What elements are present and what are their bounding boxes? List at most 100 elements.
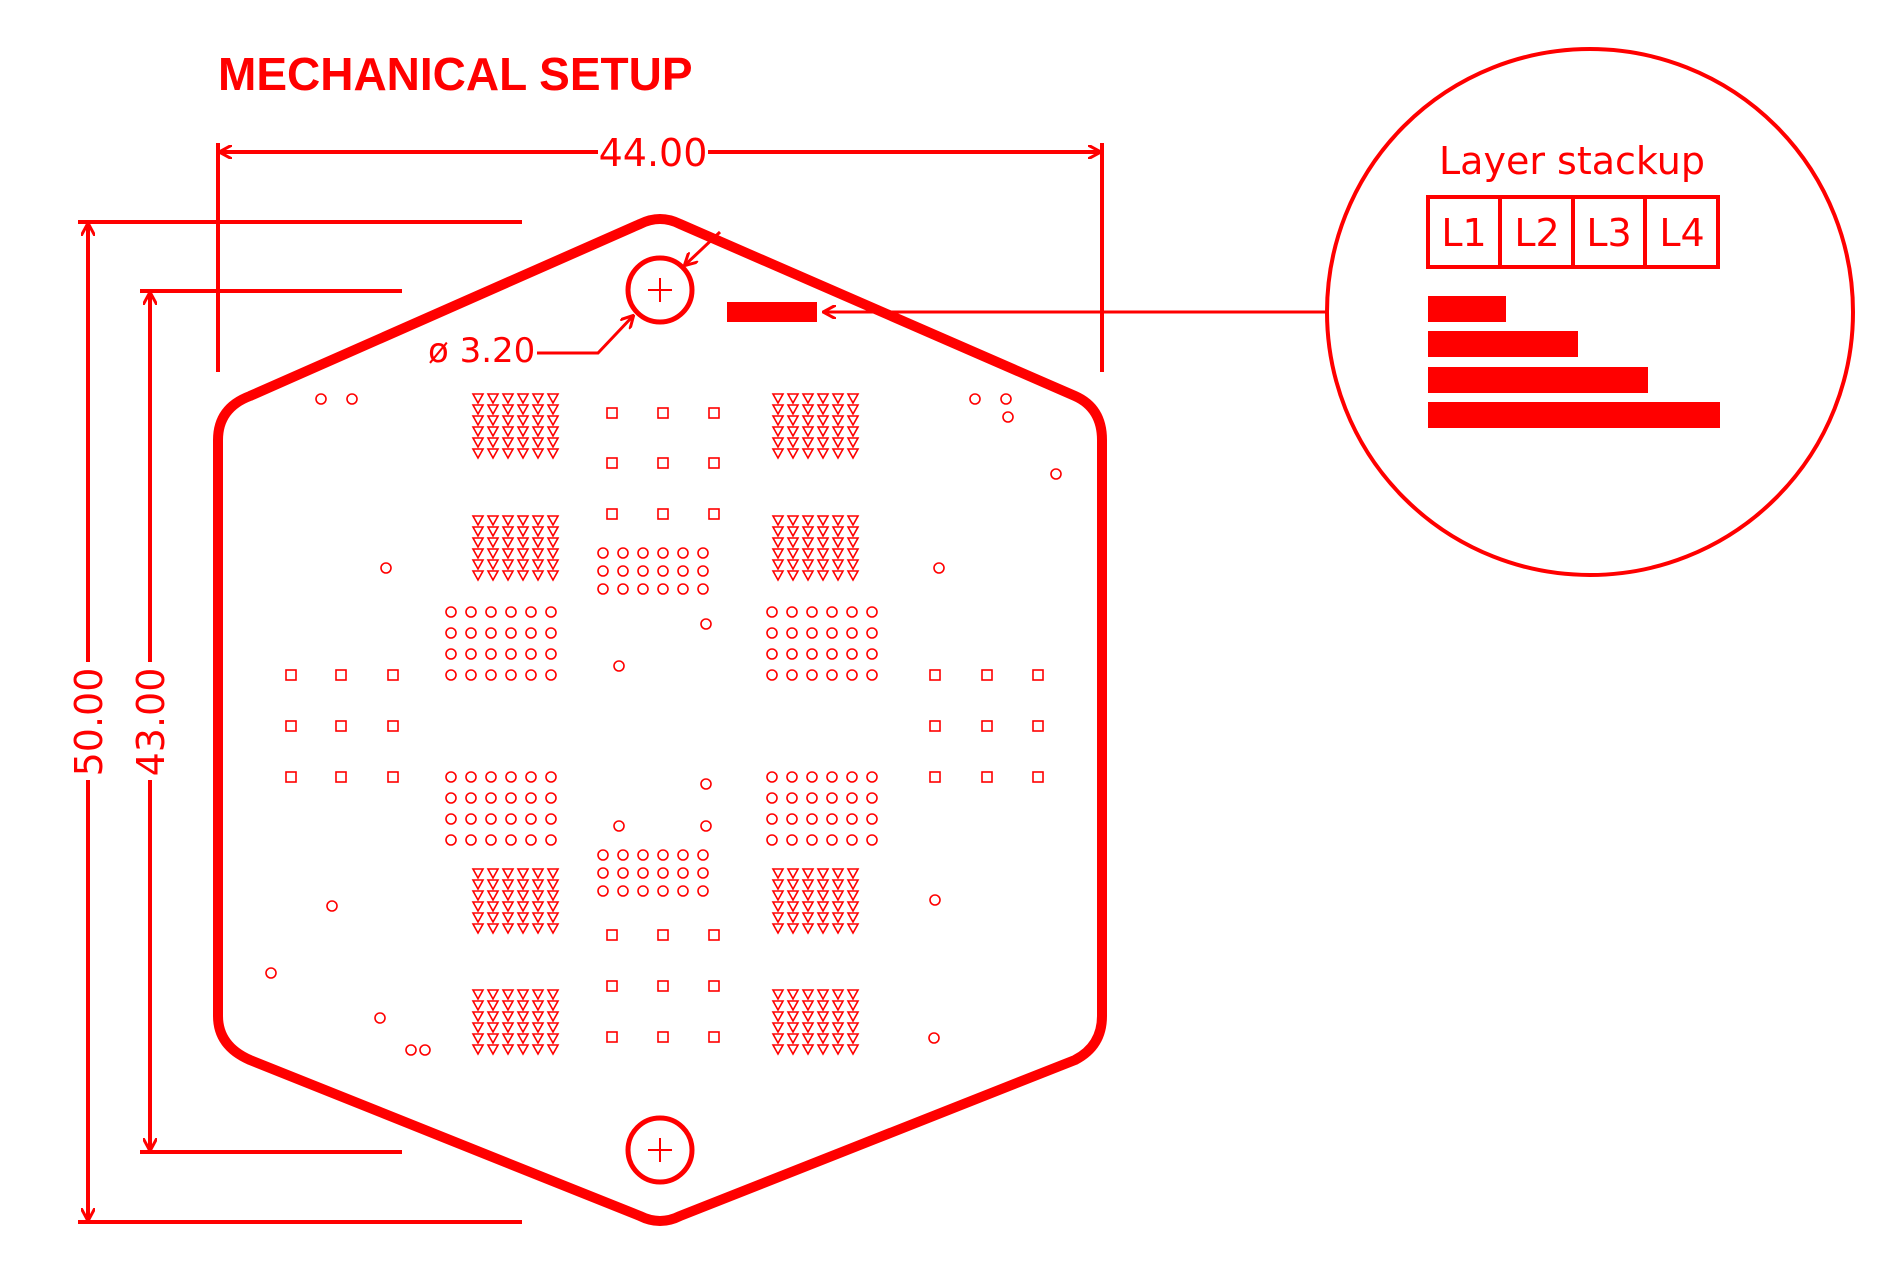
triangle-marker-icon [771,989,785,1001]
stackup-bar-3 [1428,367,1648,393]
triangle-marker-icon [831,1044,845,1056]
triangle-marker-icon [801,426,815,438]
via-icon [677,885,689,897]
triangle-marker-icon [486,426,500,438]
triangle-marker-icon [531,393,545,405]
triangle-marker-icon [846,1033,860,1045]
triangle-marker-icon [546,912,560,924]
triangle-marker-icon [471,1044,485,1056]
via-icon [866,606,878,618]
via-icon [766,813,778,825]
triangle-marker-icon [531,1011,545,1023]
via-icon [806,606,818,618]
triangle-marker-icon [486,448,500,460]
triangle-marker-icon [786,437,800,449]
pad-square-icon [1032,771,1044,783]
via-icon [806,648,818,660]
via-icon [485,834,497,846]
pad-square-icon [657,1031,669,1043]
triangle-marker-icon [846,393,860,405]
pad-square-icon [657,980,669,992]
triangle-marker-icon [831,415,845,427]
triangle-marker-icon [816,404,830,416]
triangle-marker-icon [816,415,830,427]
triangle-marker-icon [546,1022,560,1034]
via-icon [826,813,838,825]
triangle-marker-icon [546,426,560,438]
pad-square-icon [708,457,720,469]
triangle-marker-icon [786,890,800,902]
triangle-marker-icon [501,448,515,460]
triangle-marker-icon [846,879,860,891]
triangle-marker-icon [771,1044,785,1056]
pad-square-icon [387,720,399,732]
triangle-marker-icon [471,559,485,571]
triangle-marker-icon [546,548,560,560]
triangle-marker-icon [516,448,530,460]
pad-square-icon [708,929,720,941]
via-icon [677,867,689,879]
triangle-marker-icon [831,404,845,416]
via-icon [505,627,517,639]
via-icon [657,849,669,861]
triangle-marker-icon [546,393,560,405]
via-icon [525,771,537,783]
via-icon [545,771,557,783]
triangle-marker-icon [546,1000,560,1012]
triangle-marker-icon [486,1022,500,1034]
triangle-marker-icon [546,901,560,913]
triangle-marker-icon [831,515,845,527]
triangle-marker-icon [531,1022,545,1034]
triangle-marker-icon [846,890,860,902]
triangle-marker-icon [546,923,560,935]
triangle-marker-icon [486,537,500,549]
triangle-marker-icon [831,570,845,582]
triangle-marker-icon [486,393,500,405]
triangle-marker-icon [801,1011,815,1023]
triangle-marker-icon [786,1000,800,1012]
triangle-marker-icon [771,879,785,891]
triangle-marker-icon [786,923,800,935]
via-icon [786,792,798,804]
triangle-marker-icon [801,393,815,405]
via-icon [637,547,649,559]
via-icon [525,627,537,639]
via-icon [846,813,858,825]
pad-square-icon [335,771,347,783]
via-icon [969,393,981,405]
via-icon [826,648,838,660]
triangle-marker-icon [816,868,830,880]
via-icon [545,606,557,618]
triangle-marker-icon [486,415,500,427]
triangle-marker-icon [516,868,530,880]
triangle-marker-icon [501,437,515,449]
via-icon [846,648,858,660]
triangle-marker-icon [501,890,515,902]
via-icon [846,669,858,681]
via-icon [505,771,517,783]
triangle-marker-icon [516,1044,530,1056]
board-features [265,393,1062,1056]
triangle-marker-icon [516,415,530,427]
via-icon [485,669,497,681]
triangle-marker-icon [771,437,785,449]
triangle-marker-icon [531,923,545,935]
via-icon [786,606,798,618]
via-icon [525,606,537,618]
triangle-marker-icon [831,548,845,560]
board-outline [213,214,1107,1226]
via-icon [545,627,557,639]
via-icon [700,618,712,630]
triangle-marker-icon [516,537,530,549]
triangle-marker-icon [486,890,500,902]
triangle-marker-icon [531,448,545,460]
triangle-marker-icon [486,901,500,913]
triangle-marker-icon [471,526,485,538]
via-icon [866,771,878,783]
triangle-marker-icon [501,1033,515,1045]
via-icon [505,792,517,804]
triangle-marker-icon [786,1033,800,1045]
via-icon [445,771,457,783]
via-icon [265,967,277,979]
triangle-marker-icon [501,868,515,880]
